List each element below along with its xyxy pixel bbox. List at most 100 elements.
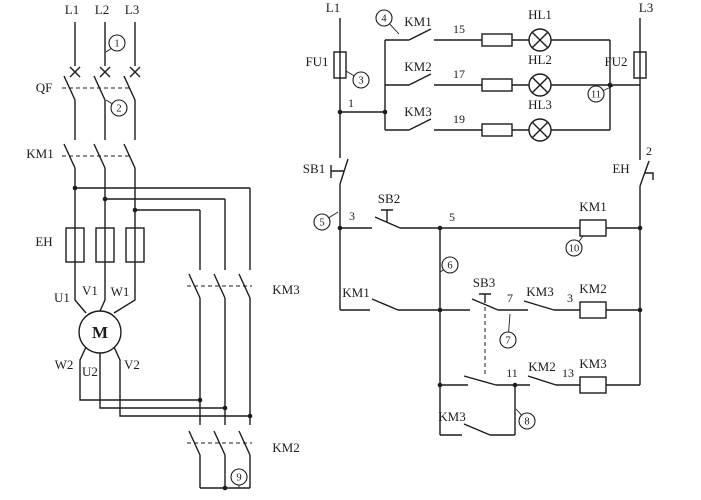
motor-lead-w2 <box>79 346 200 401</box>
wire-15: 15 <box>453 22 465 36</box>
label-coil-km2: KM2 <box>579 281 606 296</box>
callout-10-num: 10 <box>569 244 580 255</box>
callout-10: 10 <box>565 235 584 257</box>
rung4-wire <box>440 385 516 436</box>
lamp-hl1-symbol <box>528 28 552 52</box>
wire-19: 19 <box>453 112 465 126</box>
node-7: 7 <box>507 291 513 305</box>
label-w1: W1 <box>111 284 130 299</box>
label-eh-contact: EH <box>612 161 629 176</box>
coil-km2-symbol <box>579 301 607 319</box>
coil-km3-symbol <box>579 376 607 394</box>
callout-3-num: 3 <box>358 76 363 87</box>
motor-lead-u2 <box>99 353 225 409</box>
power-circuit: M L1 L2 L3 QF KM1 EH U1 V1 W1 W2 U2 V2 K… <box>26 2 300 491</box>
label-coil-km1: KM1 <box>579 199 606 214</box>
label-sb1: SB1 <box>303 161 325 176</box>
lamp-row-2 <box>385 73 610 97</box>
phase-l3-wiring <box>113 22 141 314</box>
motor-lead-v2 <box>113 346 250 417</box>
contact-km3-aux-symbol <box>463 423 491 436</box>
phase-l2-wiring <box>93 22 111 312</box>
label-u2: U2 <box>82 364 98 379</box>
motor-label: M <box>92 323 108 342</box>
label-km1-main: KM1 <box>26 146 53 161</box>
node-3: 3 <box>349 209 355 223</box>
motor-symbol: M <box>78 310 122 354</box>
contact-sb3-nc-symbol <box>463 375 497 386</box>
delta-branch-3 <box>135 209 201 488</box>
control-circuit: L1 L3 FU1 FU2 1 KM1 KM2 KM3 15 17 19 HL1… <box>303 0 654 436</box>
coil-km1-symbol <box>579 219 607 237</box>
label-hl3: HL3 <box>528 97 552 112</box>
label-qf: QF <box>36 80 53 95</box>
power-junction-dots <box>72 185 253 491</box>
label-km3-aux: KM3 <box>438 409 465 424</box>
label-rail-l1: L1 <box>326 0 340 15</box>
label-rail-l3: L3 <box>639 0 653 15</box>
label-l1: L1 <box>65 2 79 17</box>
label-fu2: FU2 <box>604 54 627 69</box>
label-lamp3-contact: KM3 <box>404 104 431 119</box>
label-v1: V1 <box>82 283 98 298</box>
callouts: 1 2 3 4 5 6 7 8 <box>105 9 614 488</box>
label-sb2: SB2 <box>378 191 400 206</box>
contact-km3-interlock-symbol <box>523 300 555 311</box>
overload-contact-eh-symbol <box>639 160 654 187</box>
callout-4: 4 <box>375 9 400 35</box>
callout-9: 9 <box>230 468 248 488</box>
label-lamp1-contact: KM1 <box>404 14 431 29</box>
callout-1: 1 <box>105 34 126 53</box>
lamp-row-1 <box>385 28 610 52</box>
callout-7: 7 <box>499 313 517 349</box>
label-hl2: HL2 <box>528 52 552 67</box>
node-3b: 3 <box>567 291 573 305</box>
delta-branch-2 <box>105 198 226 488</box>
node-5: 5 <box>449 210 455 224</box>
wire-17: 17 <box>453 67 465 81</box>
contact-km2-interlock-symbol <box>527 375 557 386</box>
callout-8-num: 8 <box>524 417 529 428</box>
label-sb3: SB3 <box>473 275 495 290</box>
node-1: 1 <box>348 96 354 110</box>
label-coil-km3: KM3 <box>579 356 606 371</box>
label-hl1: HL1 <box>528 7 552 22</box>
label-l3: L3 <box>125 2 139 17</box>
start-button-sb2-symbol <box>374 209 401 229</box>
control-junction-dots <box>337 82 643 388</box>
phase-l1-wiring <box>63 22 87 314</box>
callout-5: 5 <box>313 211 339 231</box>
label-lamp2-contact: KM2 <box>404 59 431 74</box>
callout-6-num: 6 <box>447 261 452 272</box>
label-km3-interlock: KM3 <box>526 284 553 299</box>
overload-eh-symbol <box>65 227 145 263</box>
label-u1: U1 <box>54 290 70 305</box>
lamp-hl2-symbol <box>528 73 552 97</box>
callout-4-num: 4 <box>381 14 387 25</box>
lamp-row-3 <box>385 118 610 142</box>
stop-button-sb1-symbol <box>330 158 349 185</box>
callout-7-num: 7 <box>505 336 510 347</box>
label-km1-aux: KM1 <box>342 285 369 300</box>
fuse-fu1-symbol <box>333 51 347 79</box>
fuse-fu2-symbol <box>633 51 647 79</box>
callout-2-num: 2 <box>116 104 121 115</box>
label-eh: EH <box>35 234 52 249</box>
callout-11: 11 <box>587 85 614 103</box>
label-km3-delta: KM3 <box>272 282 299 297</box>
node-11: 11 <box>506 366 518 380</box>
callout-8: 8 <box>515 408 536 430</box>
callout-3: 3 <box>345 70 370 89</box>
label-km2-star: KM2 <box>272 440 299 455</box>
callout-5-num: 5 <box>319 218 324 229</box>
label-fu1: FU1 <box>305 54 328 69</box>
label-w2: W2 <box>55 357 74 372</box>
node-13: 13 <box>562 366 574 380</box>
callout-11-num: 11 <box>591 90 601 101</box>
label-l2: L2 <box>95 2 109 17</box>
transfer-button-sb3-symbol <box>471 293 499 377</box>
contact-km1-aux-symbol <box>371 298 399 311</box>
callout-9-num: 9 <box>236 473 241 484</box>
